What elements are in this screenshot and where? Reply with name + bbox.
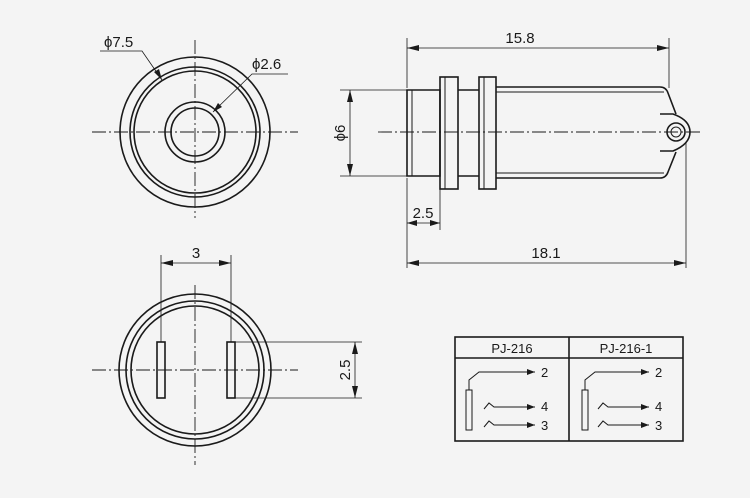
pin-length-label: 2.5 (337, 360, 354, 381)
dim-arrow (430, 220, 440, 226)
flange-2 (478, 76, 497, 190)
schematic-table: PJ-216 PJ-216-1 2 4 3 2 4 3 (454, 336, 684, 442)
table-header-pj216: PJ-216 (491, 341, 532, 356)
total-length-label: 18.1 (531, 245, 560, 262)
schematic-pj216-1: 2 4 3 (581, 365, 662, 433)
switch-arrow (527, 422, 535, 428)
pin-label-3: 3 (541, 418, 548, 433)
pin-label-2: 2 (541, 365, 548, 380)
side-view: 15.8 ϕ6 2.5 18.1 (332, 30, 700, 268)
dim-arrow (657, 45, 669, 51)
body-length-label: 15.8 (505, 30, 534, 47)
lug-hole (666, 122, 686, 142)
outer-ring (119, 56, 271, 208)
switch-arrow (641, 422, 649, 428)
dim-arrow (407, 45, 419, 51)
tip-arrow (641, 369, 649, 375)
dim-arrow (407, 220, 417, 226)
third-ring (133, 70, 257, 194)
tip-lead (584, 371, 649, 390)
pin-label-2: 2 (655, 365, 662, 380)
switch-lead-3 (483, 420, 535, 428)
rear-outer-ring (118, 293, 272, 447)
bore-inner-ring (170, 107, 220, 157)
rear-view: 3 2.5 (92, 245, 362, 465)
inner-diameter-label: ϕ2.6 (252, 56, 281, 73)
second-ring (129, 66, 261, 198)
body-diameter-label: ϕ6 (332, 125, 349, 142)
pin-spacing-label: 3 (192, 245, 200, 262)
switch-arrow (641, 404, 649, 410)
rear-second-ring (125, 300, 265, 440)
leader-inner-diameter (212, 73, 288, 113)
dim-arrow (407, 260, 419, 266)
switch-lead-3 (597, 420, 649, 428)
front-view-top: ϕ7.5 ϕ2.6 (92, 34, 298, 218)
switch-arrow (527, 404, 535, 410)
dim-arrow (352, 386, 358, 398)
rear-inner-ring (130, 305, 260, 435)
outer-diameter-label: ϕ7.5 (104, 34, 133, 51)
leader-arrow (154, 69, 162, 80)
pin-label-3: 3 (655, 418, 662, 433)
solder-lug (660, 113, 691, 152)
flange-1 (439, 76, 459, 190)
leader-arrow (213, 103, 222, 112)
tip-arrow (527, 369, 535, 375)
switch-lead-4 (597, 402, 649, 410)
leader-outer-diameter (100, 50, 163, 81)
switch-lead-4 (483, 402, 535, 410)
flange-label: 2.5 (413, 205, 434, 222)
sleeve-contact (465, 389, 473, 431)
schematic-pj216: 2 4 3 (465, 365, 548, 433)
bore-outer-ring (164, 101, 226, 163)
dim-arrow (347, 164, 353, 176)
dim-arrow (347, 90, 353, 102)
dim-arrow (674, 260, 686, 266)
table-header-pj216-1: PJ-216-1 (600, 341, 653, 356)
lug-hole-inner (670, 126, 682, 138)
tip-lead (468, 371, 535, 390)
dim-arrow (219, 260, 231, 266)
pin-label-4: 4 (541, 399, 548, 414)
pin-label-4: 4 (655, 399, 662, 414)
dim-arrow (161, 260, 173, 266)
body-outline (496, 86, 677, 179)
sleeve-contact (581, 389, 589, 431)
dim-arrow (352, 342, 358, 354)
